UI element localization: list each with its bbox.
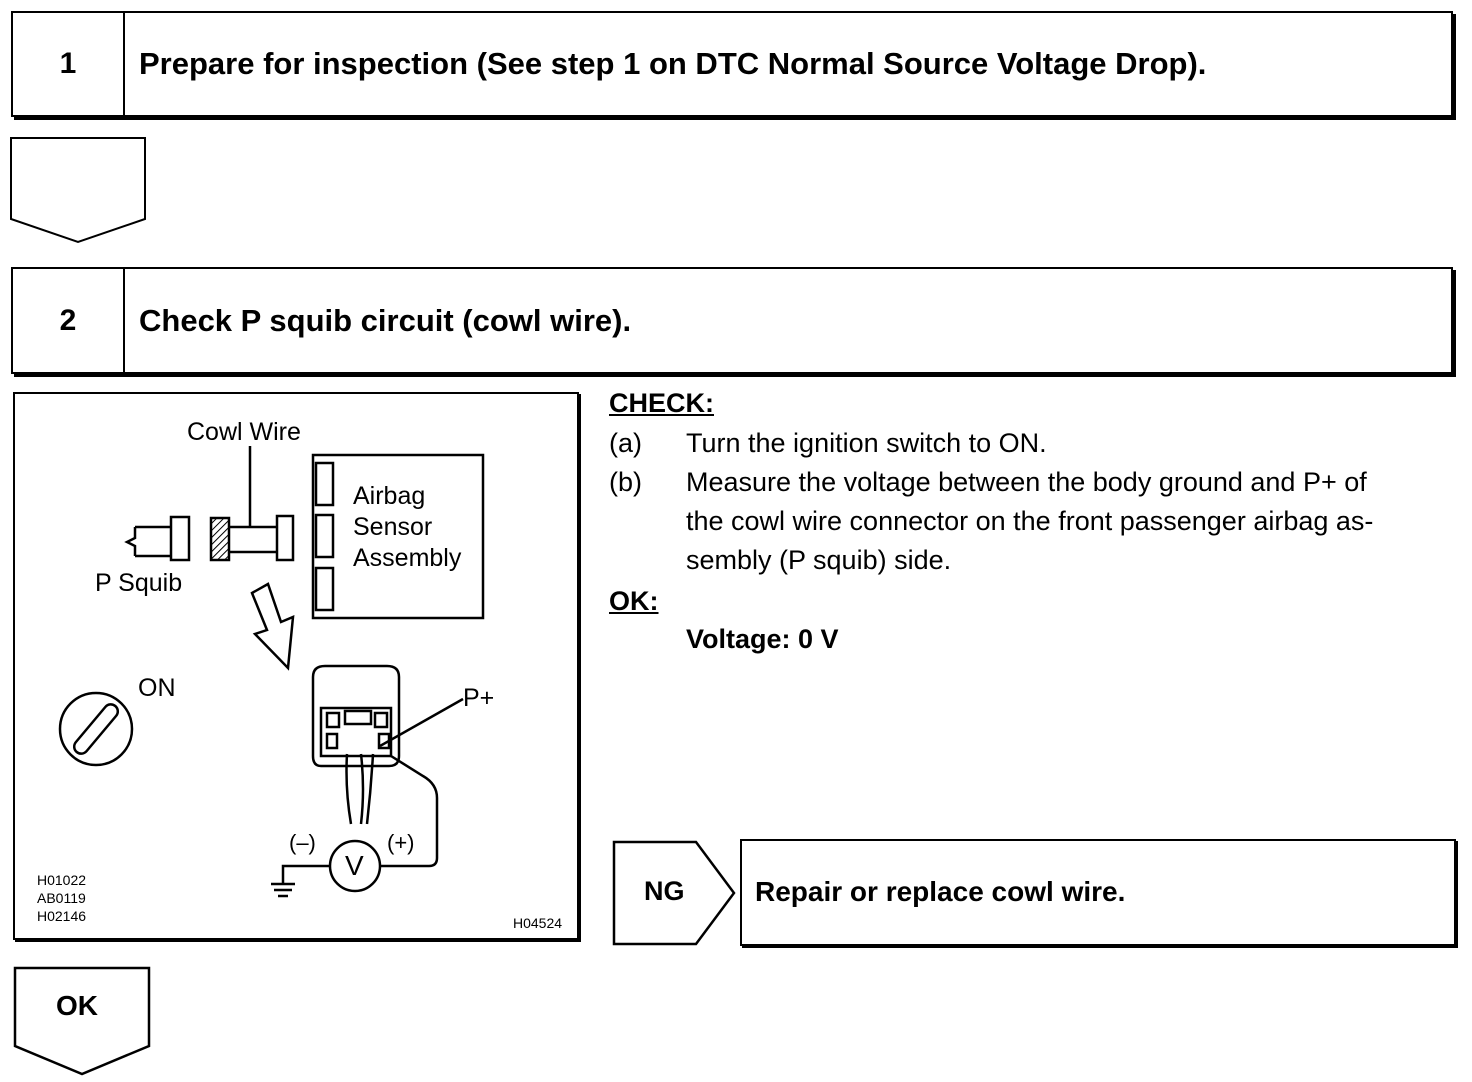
p-squib-connector: [124, 515, 191, 562]
ok-value: Voltage: 0 V: [686, 624, 839, 654]
figure-code: H01022: [37, 872, 87, 888]
step-number: 1: [13, 13, 125, 115]
minus-label: (–): [289, 830, 316, 855]
on-label: ON: [138, 674, 176, 702]
step-number: 2: [13, 269, 125, 372]
step-1-header: 1 Prepare for inspection (See step 1 on …: [11, 11, 1453, 117]
inspection-figure: Cowl Wire Airbag Sensor Assembly P Squib…: [13, 392, 579, 940]
ok-label: OK: [56, 990, 98, 1021]
plus-label: (+): [387, 830, 415, 855]
ng-action-box: Repair or replace cowl wire.: [740, 839, 1456, 946]
airbag-label-line1: Airbag: [353, 482, 426, 510]
ng-arrow: [612, 840, 736, 946]
p-plus-label: P+: [463, 684, 495, 712]
airbag-sensor-assembly: [311, 453, 485, 620]
figure-code: AB0119: [37, 890, 86, 906]
figure-code: H02146: [37, 908, 87, 924]
check-item-text: Measure the voltage between the body gro…: [686, 467, 1367, 497]
cowl-wire-label: Cowl Wire: [187, 418, 301, 446]
airbag-label-line2: Sensor: [353, 513, 433, 541]
direction-arrow: [250, 582, 295, 671]
p-squib-label: P Squib: [95, 569, 183, 597]
step-title: Prepare for inspection (See step 1 on DT…: [139, 46, 1207, 81]
step-title: Check P squib circuit (cowl wire).: [139, 302, 632, 338]
voltmeter-circuit: [271, 754, 439, 898]
ignition-switch-icon: [58, 691, 134, 767]
continue-arrow: [10, 137, 146, 244]
voltmeter-icon: V: [345, 850, 364, 881]
hatched-connector: [209, 516, 231, 562]
ng-label: NG: [644, 876, 685, 906]
airbag-label-line3: Assembly: [353, 544, 462, 572]
wiring-diagram: [58, 446, 485, 898]
check-item-marker: (a): [609, 428, 642, 458]
cowl-wire-connector: [229, 446, 295, 562]
connector-terminal-view: [311, 664, 464, 825]
check-item-text: sembly (P squib) side.: [686, 545, 952, 575]
check-item-text: Turn the ignition switch to ON.: [686, 428, 1047, 458]
ok-arrow: [13, 966, 151, 1076]
check-item-marker: (b): [609, 467, 642, 497]
figure-id: H04524: [513, 915, 563, 931]
ng-action-text: Repair or replace cowl wire.: [755, 876, 1126, 907]
ok-heading: OK:: [609, 586, 659, 616]
check-item-text: the cowl wire connector on the front pas…: [686, 506, 1374, 536]
check-heading: CHECK:: [609, 388, 714, 418]
step-2-header: 2 Check P squib circuit (cowl wire).: [11, 267, 1453, 374]
